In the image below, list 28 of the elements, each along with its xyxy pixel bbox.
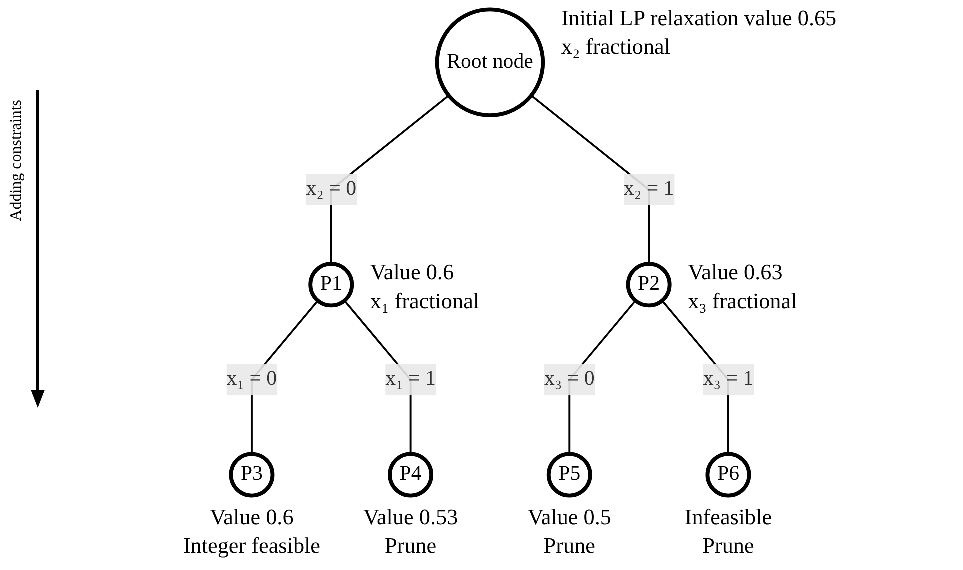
node-annotation: x₂ fractional: [561, 34, 671, 60]
node-annotation: Infeasible: [684, 504, 772, 530]
node-annotation: Prune: [544, 533, 596, 558]
node-annotation: Value 0.63: [688, 260, 783, 285]
edge-label: x₂ = 0: [306, 174, 357, 206]
edge-label: x₁ = 0: [226, 364, 278, 396]
tree-node-circle: Root node: [435, 8, 546, 118]
tree-node-circle: P2: [626, 262, 672, 308]
node-annotation: Value 0.5: [528, 504, 612, 530]
tree-node-circle: P6: [706, 452, 752, 498]
node-annotation: x₁ fractional: [370, 288, 480, 314]
node-annotation: Prune: [702, 533, 754, 558]
node-annotation: Prune: [384, 533, 437, 558]
tree-node-circle: P5: [546, 452, 592, 498]
axis-label: Adding constraints: [8, 100, 26, 222]
edge-label: x₃ = 0: [544, 364, 595, 396]
node-annotation: Value 0.6: [210, 504, 294, 530]
node-annotation: Initial LP relaxation value 0.65: [561, 5, 837, 30]
node-annotation: Integer feasible: [183, 533, 320, 558]
edge-label: x₁ = 1: [386, 364, 436, 396]
edge-label: x₃ = 1: [703, 364, 754, 396]
edge-label: x₂ = 1: [624, 174, 674, 206]
node-annotation: Value 0.53: [363, 504, 458, 530]
tree-node-circle: P3: [229, 452, 275, 498]
tree-node-circle: P4: [388, 452, 434, 498]
node-annotation: x₃ fractional: [688, 288, 798, 314]
tree-node-circle: P1: [308, 262, 354, 308]
node-annotation: Value 0.6: [370, 260, 454, 285]
